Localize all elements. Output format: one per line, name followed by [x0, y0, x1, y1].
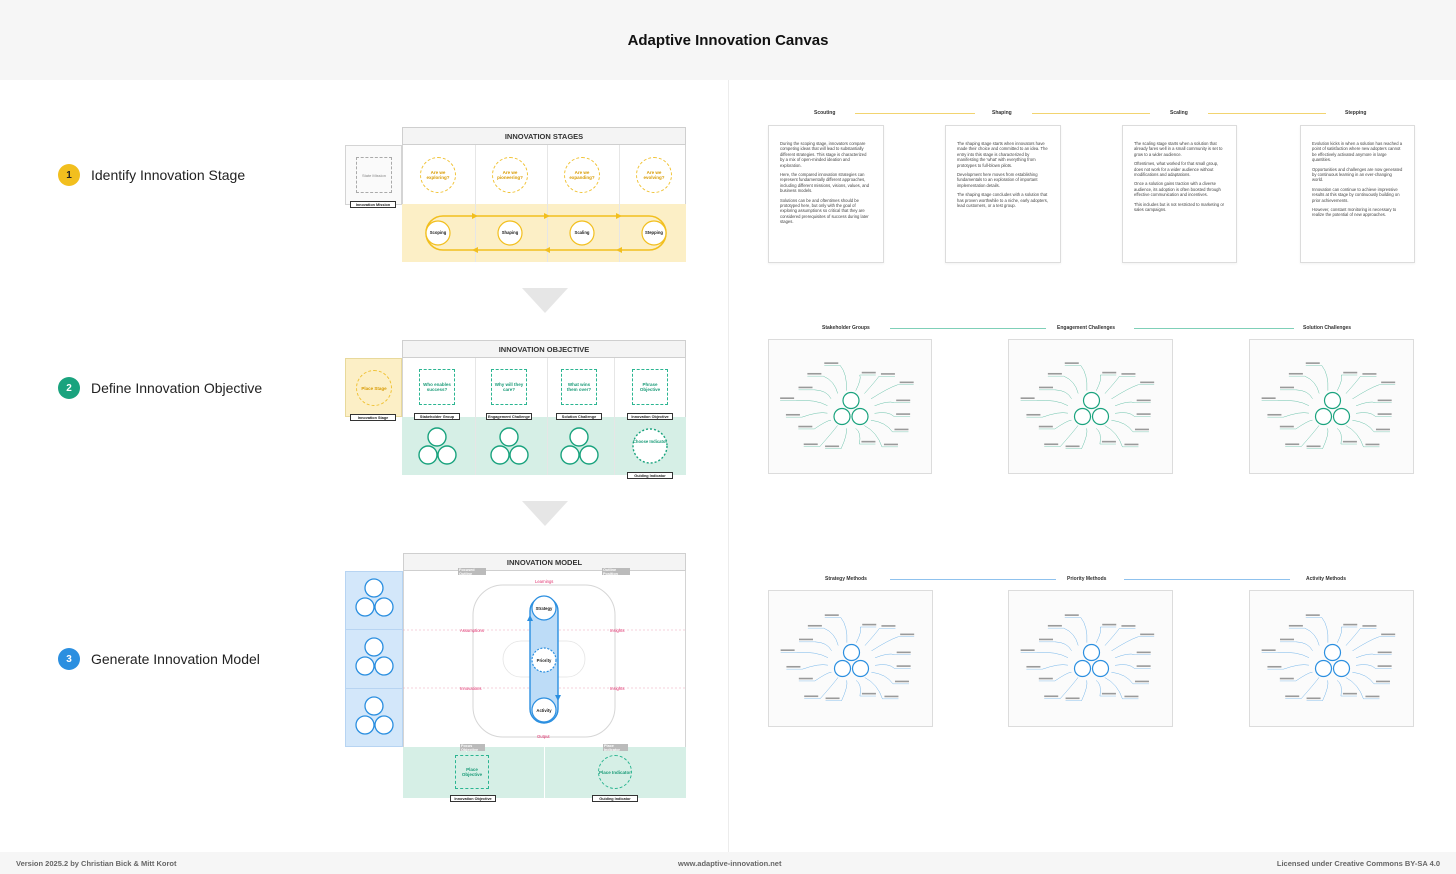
mission-tag: Innovation Mission	[350, 201, 396, 208]
mind-map	[1249, 339, 1414, 474]
place-objective-box: Place Objective	[455, 755, 489, 789]
mind-map	[768, 339, 932, 474]
method-label: Strategy	[535, 606, 553, 611]
website-link[interactable]: www.adaptive-innovation.net	[678, 859, 782, 868]
choose-indicator: Choose Indicator	[632, 439, 668, 444]
method-column-head: Strategy Methods	[825, 576, 867, 582]
footer: Version 2025.2 by Christian Bick & Mitt …	[0, 852, 1456, 874]
stage-card: The shaping stage starts when innovators…	[945, 125, 1061, 263]
bottom-tag: Focus Objective	[460, 744, 485, 752]
question-circle: Are we evolving?	[636, 157, 672, 193]
question-circle: Are we pioneering?	[492, 157, 528, 193]
stage-card: The scaling stage starts when a solution…	[1122, 125, 1237, 263]
loop-label: Insights	[610, 686, 625, 691]
bottom-label: Guiding Indicator	[592, 795, 638, 802]
panel-title: INNOVATION MODEL	[403, 553, 686, 571]
stages-loop	[425, 213, 667, 253]
stage-label: Stepping	[645, 230, 663, 235]
question-circle: Are we exploring?	[420, 157, 456, 193]
choose-tag: Guiding Indicator	[627, 472, 673, 479]
method-label: Activity	[536, 708, 552, 713]
header: Adaptive Innovation Canvas	[0, 0, 1456, 80]
stage-card: During the scoping stage, innovators com…	[768, 125, 884, 263]
objective-column-head: Stakeholder Groups	[822, 325, 870, 331]
down-arrow-icon	[522, 501, 568, 526]
step-label: Identify Innovation Stage	[91, 167, 246, 183]
page-title: Adaptive Innovation Canvas	[627, 31, 829, 49]
down-arrow-icon	[522, 288, 568, 313]
license-text: Licensed under Creative Commons BY-SA 4.…	[1276, 859, 1440, 868]
panel-title: INNOVATION OBJECTIVE	[402, 340, 686, 358]
objective-clusters	[418, 427, 668, 465]
column-tag: Solution Challenge	[556, 413, 602, 420]
top-tag: Outline Position	[602, 568, 630, 576]
column-tag: Stakeholder Group	[414, 413, 460, 420]
stage-label: Scaling	[574, 230, 590, 235]
objective-column-head: Engagement Challenges	[1057, 325, 1116, 331]
step-3: 3 Generate Innovation Model	[58, 648, 260, 670]
step-badge: 1	[58, 164, 80, 186]
method-column-head: Activity Methods	[1306, 576, 1347, 582]
question-box: What wins them over?	[561, 369, 597, 405]
bottom-tag: Place Indicator	[603, 744, 628, 752]
loop-label: Innovations	[460, 686, 482, 691]
place-indicator-circle: Place Indicator	[598, 755, 632, 789]
question-box: Who enables success?	[419, 369, 455, 405]
step-badge: 2	[58, 377, 80, 399]
stage-column-head: Scaling	[1170, 110, 1188, 116]
question-box: Why will they care?	[491, 369, 527, 405]
method-column-head: Priority Methods	[1067, 576, 1107, 582]
version-text: Version 2025.2 by Christian Bick & Mitt …	[16, 859, 177, 868]
focus-stage-circle: Place Stage	[356, 370, 392, 406]
step-badge: 3	[58, 648, 80, 670]
model-loop	[403, 584, 686, 738]
mission-box: State Mission	[356, 157, 392, 193]
objective-column-head: Solution Challenges	[1303, 325, 1352, 331]
panel-title: INNOVATION STAGES	[402, 127, 686, 145]
bottom-label: Innovation Objective	[450, 795, 496, 802]
stage-column-head: Stepping	[1345, 110, 1367, 116]
stage-column-head: Shaping	[992, 110, 1012, 116]
step-2: 2 Define Innovation Objective	[58, 377, 262, 399]
method-label: Priority	[536, 658, 552, 663]
question-box: Phrase Objective	[632, 369, 668, 405]
stage-label: Shaping	[501, 230, 519, 235]
step-1: 1 Identify Innovation Stage	[58, 164, 245, 186]
mind-map	[768, 590, 933, 727]
side-clusters	[355, 578, 394, 735]
loop-label: Output	[537, 734, 550, 739]
loop-label: Assumptions	[460, 628, 484, 633]
loop-label: Learnings	[535, 579, 554, 584]
column-tag: Engagement Challenge	[486, 413, 532, 420]
mind-map	[1249, 590, 1414, 727]
step-label: Generate Innovation Model	[91, 651, 260, 667]
column-tag: Innovation Objective	[627, 413, 673, 420]
focus-tag: Innovation Stage	[350, 414, 396, 421]
stage-column-head: Scouting	[814, 110, 836, 116]
step-label: Define Innovation Objective	[91, 380, 263, 396]
stage-label: Scoping	[429, 230, 447, 235]
mind-map	[1008, 590, 1173, 727]
loop-label: Insights	[610, 628, 625, 633]
stage-card: Evolution kicks in when a solution has r…	[1300, 125, 1415, 263]
mind-map	[1008, 339, 1173, 474]
top-tag: Focused Outline	[458, 568, 486, 576]
question-circle: Are we expanding?	[564, 157, 600, 193]
divider	[728, 80, 729, 852]
